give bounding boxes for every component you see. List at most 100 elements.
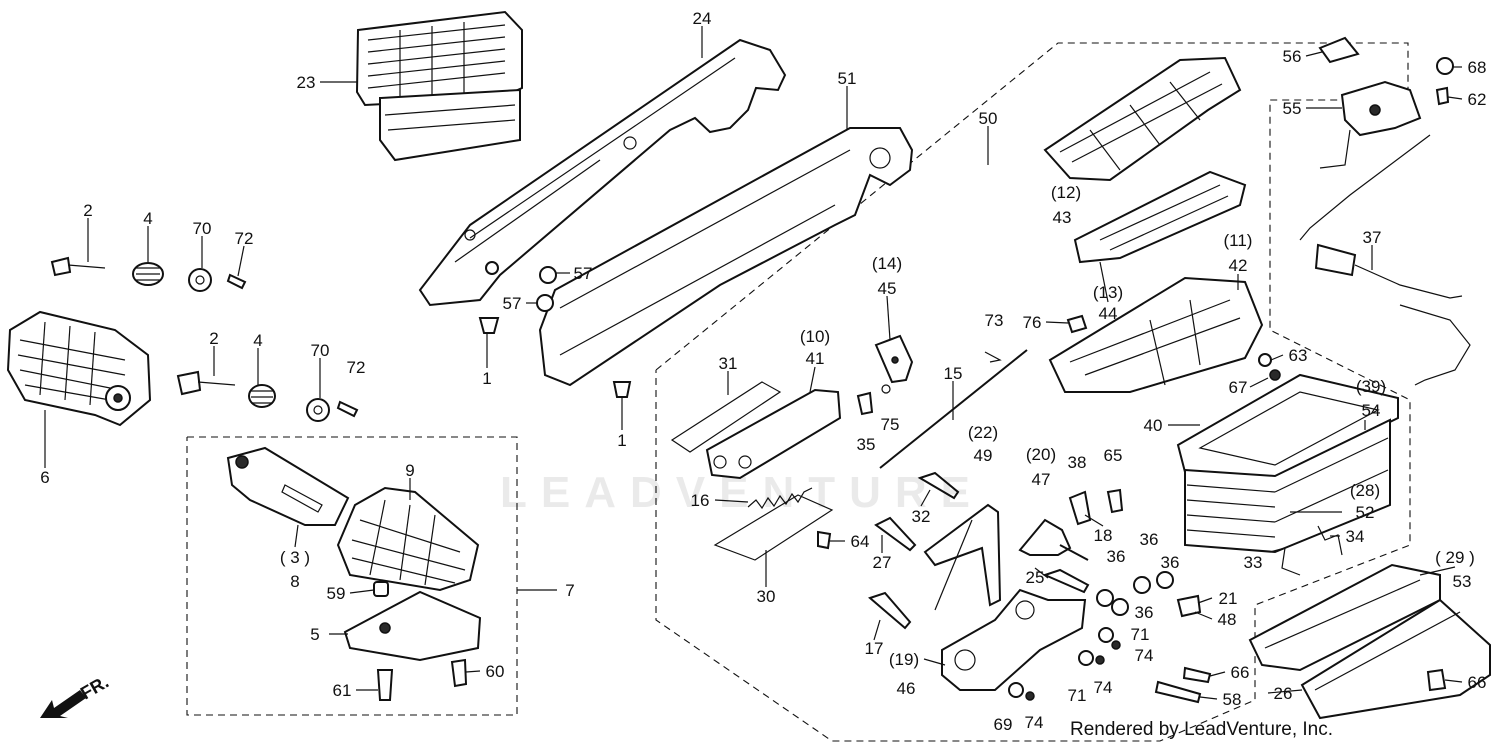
callout-label: 8 xyxy=(290,572,299,591)
parts-1-clips xyxy=(478,317,632,398)
callout-label: 60 xyxy=(486,662,505,681)
callout-label: 75 xyxy=(881,415,900,434)
callout-label: 5 xyxy=(310,625,319,644)
part-73-pin xyxy=(984,351,1002,363)
part-11-42-holder xyxy=(1048,276,1264,393)
callout-label: (10) xyxy=(800,327,830,346)
front-direction-arrow: FR. xyxy=(40,672,112,718)
callout-label: 57 xyxy=(503,294,522,313)
part-34-wire xyxy=(1317,525,1343,556)
leader-lines xyxy=(44,26,1463,700)
callout-label: 42 xyxy=(1229,256,1248,275)
callout-label: 53 xyxy=(1453,572,1472,591)
callout-label: 21 xyxy=(1219,589,1238,608)
callout-label: 70 xyxy=(193,219,212,238)
callout-label: 48 xyxy=(1218,610,1237,629)
part-65-bolt xyxy=(1106,488,1124,514)
callout-label: 55 xyxy=(1283,99,1302,118)
callout-label: 64 xyxy=(851,532,870,551)
callout-label: 1 xyxy=(482,369,491,388)
callout-label: 52 xyxy=(1356,503,1375,522)
callout-label: 37 xyxy=(1363,228,1382,247)
callout-label: 66 xyxy=(1468,673,1487,692)
callout-label: 46 xyxy=(897,679,916,698)
callout-label: 17 xyxy=(865,639,884,658)
part-2-pin-upper xyxy=(50,256,106,277)
callout-label: 33 xyxy=(1244,553,1263,572)
part-72-screw-lower xyxy=(336,400,359,418)
part-5-step-plate xyxy=(343,590,482,662)
part-32-bolt xyxy=(917,471,960,500)
callout-label: 47 xyxy=(1032,470,1051,489)
callout-label: 32 xyxy=(912,507,931,526)
callout-label: 54 xyxy=(1362,401,1381,420)
part-55-wire xyxy=(1319,129,1351,169)
callout-label: 66 xyxy=(1231,663,1250,682)
part-60-bolt xyxy=(450,658,468,688)
callout-label: 4 xyxy=(253,331,262,350)
part-9-step-pad xyxy=(336,486,480,592)
callout-label: 18 xyxy=(1094,526,1113,545)
part-25-bolt xyxy=(1042,568,1090,594)
part-12-43-step-top xyxy=(1043,56,1242,182)
callout-label: 27 xyxy=(873,553,892,572)
part-20-47-lever xyxy=(1018,518,1089,561)
callout-label: 43 xyxy=(1053,208,1072,227)
callout-label: (12) xyxy=(1051,183,1081,202)
part-16-spring xyxy=(747,487,813,510)
part-51-detail xyxy=(559,147,891,356)
callout-label: 36 xyxy=(1140,530,1159,549)
callout-label: 36 xyxy=(1135,603,1154,622)
part-62-bolt xyxy=(1435,86,1450,106)
callout-label: 49 xyxy=(974,446,993,465)
part-19-46-frame xyxy=(941,588,1087,691)
part-66-bolt-b xyxy=(1426,668,1447,692)
callout-label: 41 xyxy=(806,349,825,368)
callout-label: 51 xyxy=(838,69,857,88)
callout-label: 25 xyxy=(1026,568,1045,587)
callout-label: (20) xyxy=(1026,445,1056,464)
part-4-spring-lower xyxy=(248,384,276,408)
callout-label: 71 xyxy=(1068,686,1087,705)
callout-label: 38 xyxy=(1068,453,1087,472)
parts-71-74-nuts xyxy=(1008,627,1121,701)
callout-label: 72 xyxy=(347,358,366,377)
part-67-washer xyxy=(1269,369,1281,381)
callout-label: 2 xyxy=(83,201,92,220)
callout-label: 16 xyxy=(691,491,710,510)
callout-label: 74 xyxy=(1025,713,1044,732)
callout-label: ( 29 ) xyxy=(1435,548,1475,567)
callout-label: 68 xyxy=(1468,58,1487,77)
callout-label: 2 xyxy=(209,329,218,348)
part-76-bolt xyxy=(1066,314,1088,334)
part-3-bracket xyxy=(226,446,350,526)
callout-label: 57 xyxy=(574,264,593,283)
callout-label: (13) xyxy=(1093,283,1123,302)
callout-label: 73 xyxy=(985,311,1004,330)
callout-label: 44 xyxy=(1099,304,1118,323)
part-72-screw-upper xyxy=(226,273,247,290)
callout-label: (11) xyxy=(1224,231,1253,250)
callout-label: 1 xyxy=(617,431,626,450)
callout-label: (22) xyxy=(968,423,998,442)
part-22-49-link xyxy=(923,503,1002,611)
parts-36-nuts xyxy=(1096,571,1174,616)
callout-label: 36 xyxy=(1161,553,1180,572)
callout-label: 61 xyxy=(333,681,352,700)
part-63-bolt xyxy=(1258,353,1272,367)
callout-label: (19) xyxy=(889,650,919,669)
part-51-cover xyxy=(538,127,914,387)
callout-label: 36 xyxy=(1107,547,1126,566)
callout-label: 65 xyxy=(1104,446,1123,465)
credit-text: Rendered by LeadVenture, Inc. xyxy=(1070,719,1334,740)
callout-label: 56 xyxy=(1283,47,1302,66)
callout-label: (28) xyxy=(1350,481,1380,500)
part-75-washer xyxy=(881,384,891,394)
callout-label: 6 xyxy=(40,468,49,487)
part-66-bolt-a xyxy=(1182,666,1212,684)
callout-label: 58 xyxy=(1223,690,1242,709)
part-56-knob xyxy=(1318,36,1360,64)
part-70-washer-upper xyxy=(188,268,212,292)
callout-label: 62 xyxy=(1468,90,1487,109)
